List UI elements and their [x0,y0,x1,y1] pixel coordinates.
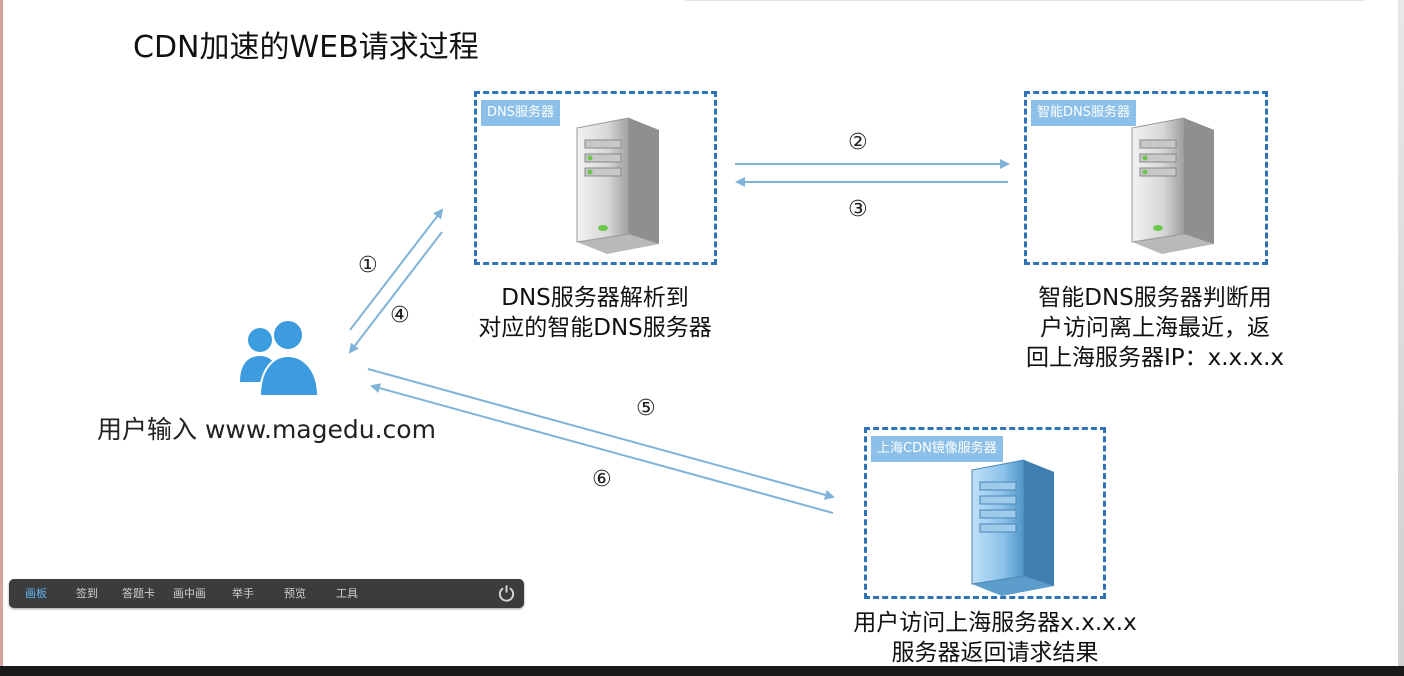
arrow-step-4 [348,231,443,354]
page-title: CDN加速的WEB请求过程 [133,30,479,65]
bottom-bar [0,666,1404,676]
smart-dns-caption: 智能DNS服务器判断用 户访问离上海最近，返 回上海服务器IP：x.x.x.x [1025,285,1285,371]
toolbar-item-drawing-board[interactable]: 画板 [25,587,47,600]
toolbar-item-answer-sheet[interactable]: 答题卡 [122,587,155,600]
left-edge [0,0,3,676]
dns-server-box: DNS服务器 [474,91,717,265]
toolbar-item-tools[interactable]: 工具 [336,587,358,600]
step-4-label: ④ [390,303,410,328]
toolbar: 画板 签到 答题卡 画中画 举手 预览 工具 [9,579,524,608]
step-6-label: ⑥ [592,467,612,492]
smart-dns-server-tag: 智能DNS服务器 [1031,100,1136,126]
step-2-label: ② [848,130,868,155]
arrow-step-5 [367,368,835,500]
cdn-server-caption: 用户访问上海服务器x.x.x.x 服务器返回请求结果 [853,610,1137,666]
smart-dns-server-box: 智能DNS服务器 [1024,91,1268,265]
arrow-step-6 [370,383,834,514]
top-divider [685,0,1365,1]
toolbar-item-check-in[interactable]: 签到 [76,587,98,600]
toolbar-item-raise-hand[interactable]: 举手 [232,587,254,600]
users-icon [240,319,320,397]
server-icon [971,459,1054,596]
dns-server-caption: DNS服务器解析到 对应的智能DNS服务器 [478,285,712,341]
right-scrollbar-edge [1398,0,1404,676]
cdn-server-tag: 上海CDN镜像服务器 [871,436,1003,462]
server-icon [1131,117,1214,254]
server-icon [576,117,659,254]
user-input-label: 用户输入 www.magedu.com [97,415,436,444]
toolbar-item-preview[interactable]: 预览 [284,587,306,600]
toolbar-item-picture-in-picture[interactable]: 画中画 [173,587,206,600]
power-icon[interactable] [497,584,516,603]
arrow-step-1 [349,208,444,331]
dns-server-tag: DNS服务器 [481,100,560,126]
step-3-label: ③ [848,197,868,222]
step-1-label: ① [358,253,378,278]
cdn-server-box: 上海CDN镜像服务器 [864,427,1106,599]
step-5-label: ⑤ [636,396,656,421]
